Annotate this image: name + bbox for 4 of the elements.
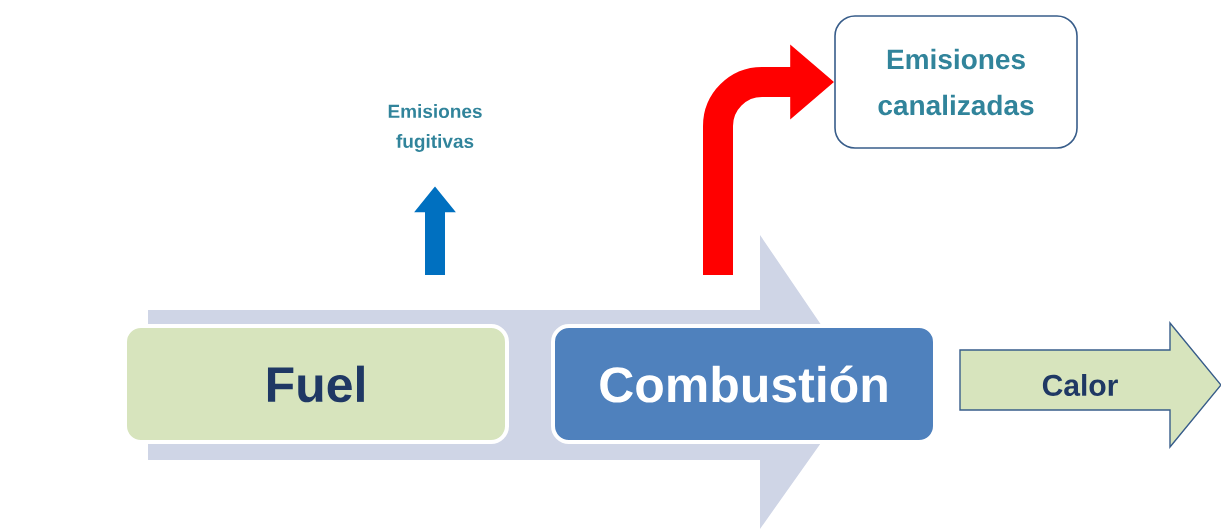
process-box: Fuel (123, 324, 509, 444)
text-label: Emisiones fugitivas (388, 104, 482, 152)
process-box: Combustión (551, 324, 937, 444)
rounded-box: Emisiones canalizadas (834, 15, 1078, 149)
